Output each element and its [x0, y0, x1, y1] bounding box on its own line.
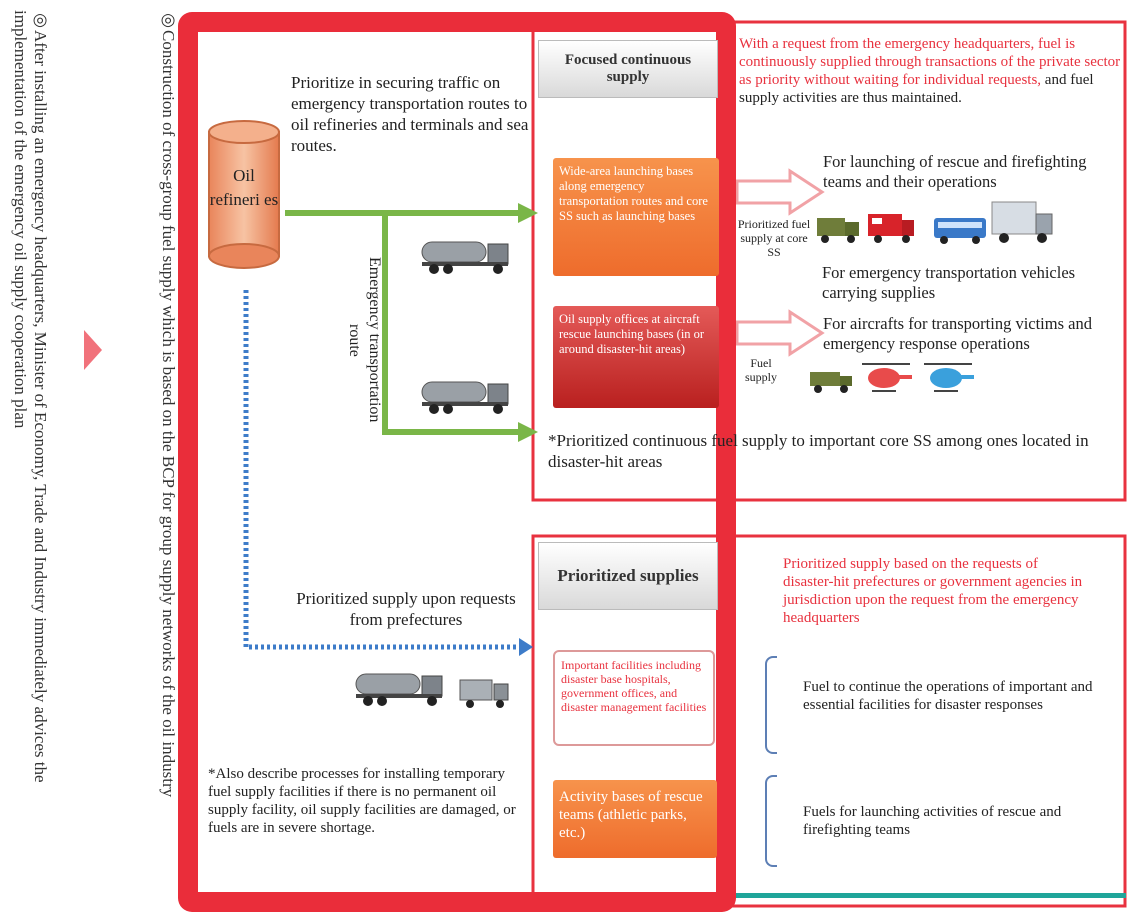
focused-header: Focused continuous supply — [538, 40, 718, 98]
cargo-truck-icon — [990, 200, 1054, 251]
helicopter-icon — [858, 358, 914, 401]
refinery-label: Oil refineri es — [209, 166, 279, 209]
fuel-text-facilities: Fuel to continue the operations of impor… — [803, 679, 1093, 713]
main-panel-frame — [178, 12, 736, 912]
oil-refinery-cylinder: Oil refineri es — [207, 120, 281, 270]
route-label: Emergency transportation route — [346, 257, 383, 423]
fuel-supply-label: Fuel supply — [744, 356, 777, 384]
prioritized-box-activity-bases: Activity bases of rescue teams (athletic… — [553, 780, 717, 858]
focused-frame — [531, 20, 1127, 502]
brace-icon — [765, 656, 777, 754]
cargo-truck-icon — [458, 676, 512, 715]
focused-box-aircraft-bases: Oil supply offices at aircraft rescue la… — [553, 306, 719, 408]
tanker-truck-icon — [418, 376, 514, 421]
fire-engine-icon — [866, 210, 916, 249]
prefecture-text: Prioritized supply upon requests from pr… — [296, 589, 516, 629]
prioritized-box-facilities: Important facilities including disaster … — [553, 650, 715, 746]
military-truck-icon — [808, 366, 854, 399]
fuel-text-rescue: Fuels for launching activities of rescue… — [803, 804, 1062, 838]
bus-icon — [932, 214, 988, 249]
focused-note: *Prioritized continuous fuel supply to i… — [548, 431, 1089, 471]
prioritized-description: Prioritized supply based on the requests… — [783, 556, 1083, 626]
blue-dotted-arrow — [243, 290, 520, 650]
priority-text: Prioritize in securing traffic on emerge… — [291, 73, 529, 155]
core-ss-label: Prioritized fuel supply at core SS — [737, 217, 811, 259]
pink-arrow-1 — [735, 168, 825, 216]
military-truck-icon — [815, 214, 861, 249]
helicopter-icon — [920, 358, 976, 401]
tanker-truck-icon — [352, 668, 448, 713]
emergency-vehicles-text: For emergency transportation vehicles ca… — [822, 263, 1076, 302]
focused-box-launching-bases: Wide-area launching bases along emergenc… — [553, 158, 719, 276]
green-arrow-route — [382, 213, 520, 435]
launch-text: For launching of rescue and firefighting… — [823, 152, 1087, 191]
brace-icon — [765, 775, 777, 867]
arrow-right-icon — [82, 328, 104, 377]
prioritized-header: Prioritized supplies — [538, 542, 718, 610]
pink-arrow-2 — [735, 309, 825, 357]
aircraft-text: For aircrafts for transporting victims a… — [823, 314, 1092, 353]
left-note-emergency-plan: ◎After installing an emergency headquart… — [11, 10, 50, 783]
left-note-bcp: ◎Construction of cross-group fuel supply… — [159, 10, 178, 798]
tanker-truck-icon — [418, 236, 514, 281]
also-note: *Also describe processes for installing … — [208, 766, 516, 836]
focused-description: With a request from the emergency headqu… — [739, 36, 1121, 106]
prioritized-frame — [531, 534, 1127, 908]
